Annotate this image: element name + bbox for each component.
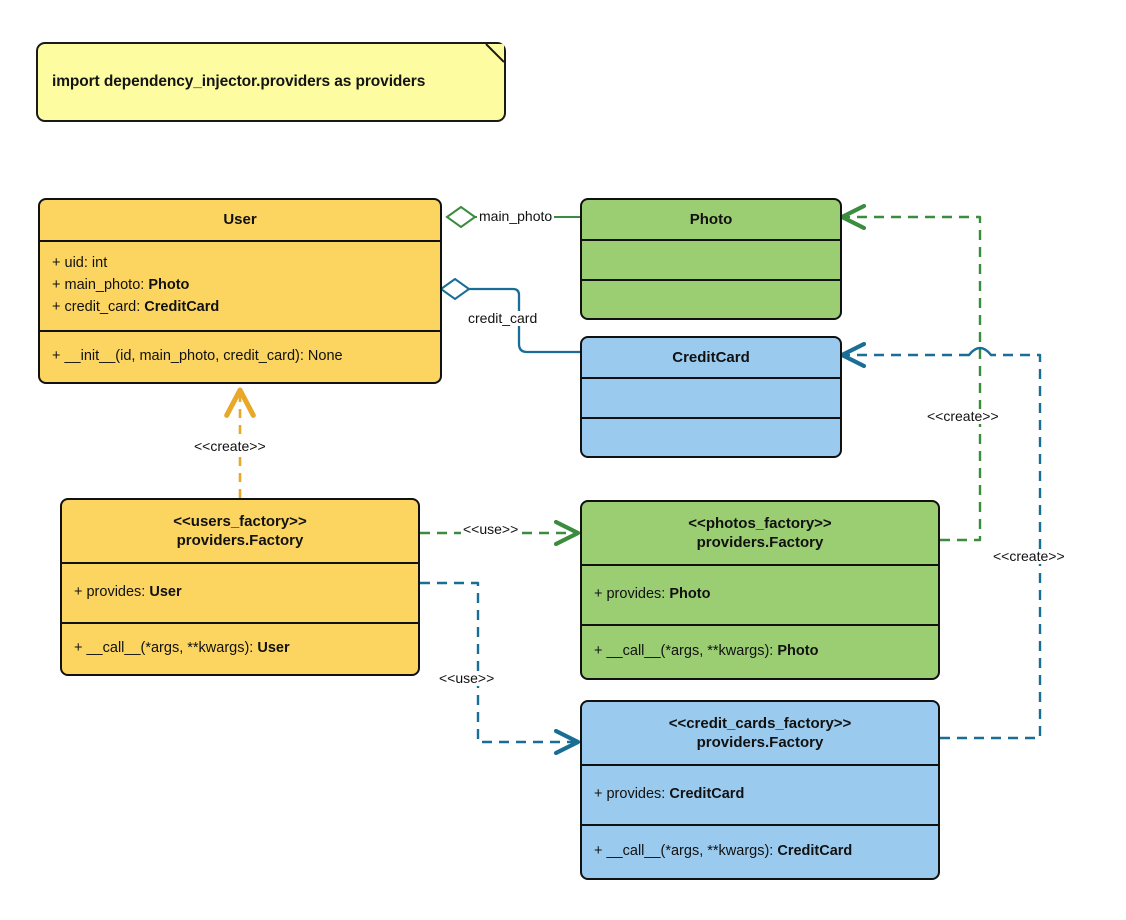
edge-label-credit-card: credit_card [466, 310, 540, 327]
note-import: import dependency_injector.providers as … [36, 42, 506, 122]
users-factory-header: <<users_factory>> providers.Factory [62, 500, 418, 562]
edge-label-use-credit-cards: <<use>> [437, 670, 497, 687]
edge-use-credit-cards-factory [420, 581, 581, 756]
users-factory-stereotype: <<users_factory>> [173, 512, 307, 530]
class-box-photo[interactable]: Photo [580, 198, 842, 320]
credit-card-class-name: CreditCard [672, 348, 750, 366]
note-fold-corner [485, 44, 504, 63]
credit-cards-factory-methods: + __call__(*args, **kwargs): CreditCard [582, 824, 938, 878]
edge-label-create-photo: <<create>> [925, 408, 1001, 425]
photos-factory-attribute-row: + provides: Photo [594, 586, 711, 603]
class-box-credit-card[interactable]: CreditCard [580, 336, 842, 458]
credit-cards-factory-header: <<credit_cards_factory>> providers.Facto… [582, 702, 938, 764]
edge-label-use-photos: <<use>> [461, 521, 521, 538]
class-box-user[interactable]: User + uid: int + main_photo: Photo + cr… [38, 198, 442, 384]
line-hop [967, 346, 993, 357]
user-method-row: + __init__(id, main_photo, credit_card):… [52, 348, 343, 365]
user-attribute-row: + credit_card: CreditCard [52, 298, 220, 315]
credit-card-attributes [582, 377, 840, 417]
credit-cards-factory-attributes: + provides: CreditCard [582, 764, 938, 824]
aggregation-diamond-main-photo [445, 205, 477, 229]
class-box-photos-factory[interactable]: <<photos_factory>> providers.Factory + p… [580, 500, 940, 680]
photos-factory-method-row: + __call__(*args, **kwargs): Photo [594, 643, 819, 660]
credit-card-header: CreditCard [582, 338, 840, 377]
edge-label-create-credit-card: <<create>> [991, 548, 1067, 565]
credit-card-methods [582, 417, 840, 456]
photo-methods [582, 279, 840, 318]
photo-header: Photo [582, 200, 840, 239]
users-factory-attribute-row: + provides: User [74, 584, 182, 601]
user-header: User [40, 200, 440, 240]
photos-factory-stereotype: <<photos_factory>> [688, 514, 832, 532]
photos-factory-attributes: + provides: Photo [582, 564, 938, 624]
user-attribute-row: + main_photo: Photo [52, 277, 190, 294]
class-box-users-factory[interactable]: <<users_factory>> providers.Factory + pr… [60, 498, 420, 676]
credit-cards-factory-method-row: + __call__(*args, **kwargs): CreditCard [594, 843, 853, 860]
edge-create-photo [839, 203, 982, 542]
edge-label-main-photo: main_photo [477, 208, 555, 225]
note-text: import dependency_injector.providers as … [52, 73, 426, 90]
photos-factory-class-name: providers.Factory [696, 534, 824, 551]
users-factory-attributes: + provides: User [62, 562, 418, 622]
credit-cards-factory-stereotype: <<credit_cards_factory>> [668, 714, 852, 732]
edge-label-create-user: <<create>> [192, 438, 268, 455]
users-factory-method-row: + __call__(*args, **kwargs): User [74, 640, 290, 657]
photo-class-name: Photo [689, 210, 733, 228]
photos-factory-methods: + __call__(*args, **kwargs): Photo [582, 624, 938, 678]
users-factory-class-name: providers.Factory [176, 532, 304, 549]
credit-cards-factory-attribute-row: + provides: CreditCard [594, 786, 745, 803]
photo-attributes [582, 239, 840, 279]
user-attributes: + uid: int + main_photo: Photo + credit_… [40, 240, 440, 330]
user-attribute-row: + uid: int [52, 255, 108, 272]
users-factory-methods: + __call__(*args, **kwargs): User [62, 622, 418, 674]
credit-cards-factory-class-name: providers.Factory [696, 734, 824, 751]
photos-factory-header: <<photos_factory>> providers.Factory [582, 502, 938, 564]
user-class-name: User [223, 211, 257, 229]
aggregation-diamond-credit-card [439, 277, 471, 301]
class-box-credit-cards-factory[interactable]: <<credit_cards_factory>> providers.Facto… [580, 700, 940, 880]
user-methods: + __init__(id, main_photo, credit_card):… [40, 330, 440, 382]
